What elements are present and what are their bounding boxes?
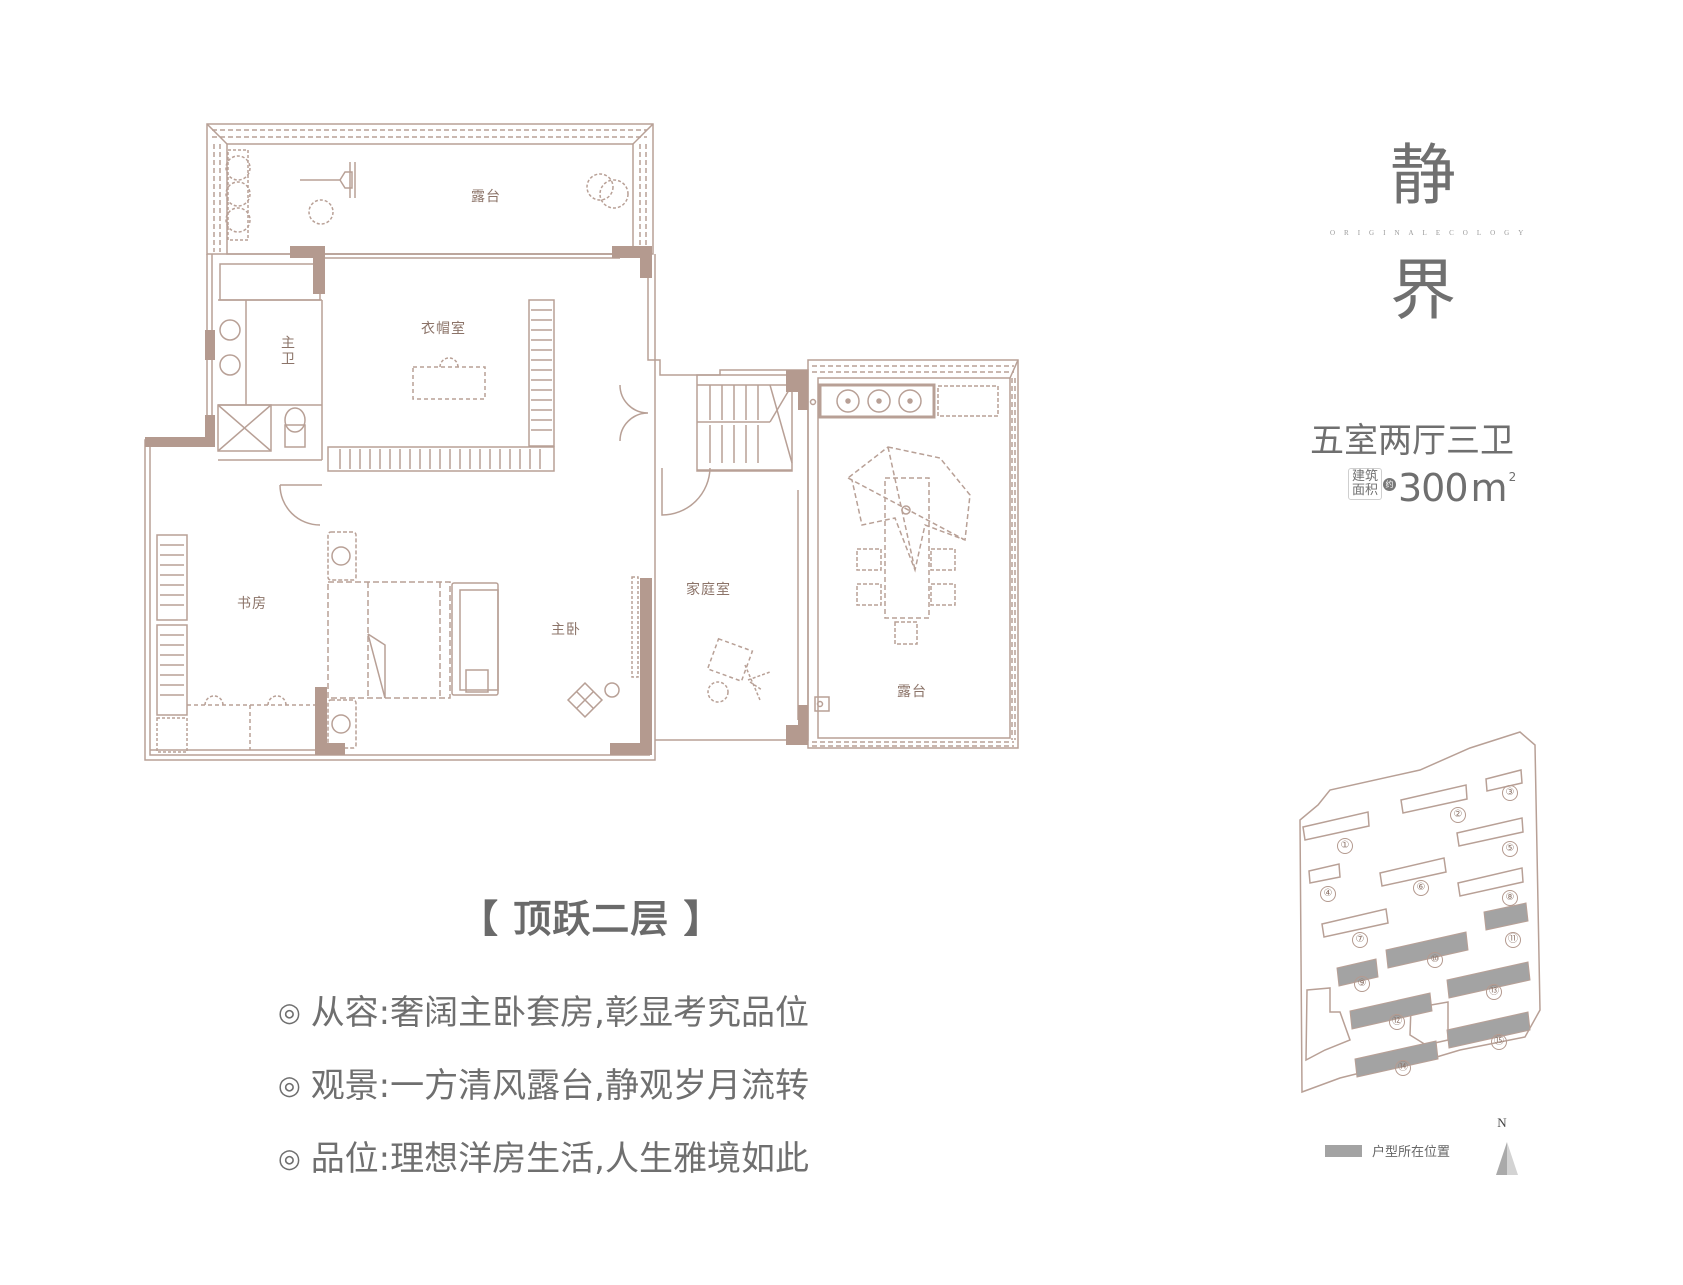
- area-value: 300: [1398, 466, 1469, 510]
- feature-text: 从容:奢阔主卧套房,彰显考究品位: [310, 993, 809, 1033]
- area-badge: 建筑 面积: [1348, 468, 1382, 500]
- building-number: ⑭: [1395, 1060, 1411, 1076]
- feature-item: ◎ 观景:一方清风露台,静观岁月流转: [278, 1058, 809, 1107]
- feature-item: ◎ 品位:理想洋房生活,人生雅境如此: [278, 1131, 809, 1180]
- room-label-terrace-top: 露台: [471, 189, 501, 205]
- building-number: ⑮: [1491, 1034, 1507, 1050]
- floor-title: 【 顶跃二层 】: [460, 897, 723, 941]
- room-label-master-bedroom: 主卧: [551, 622, 581, 638]
- area-label-line1: 建筑: [1351, 469, 1378, 484]
- building-number: ⑤: [1502, 841, 1518, 857]
- building-number: ⑥: [1413, 880, 1429, 896]
- building-number: ⑬: [1486, 984, 1502, 1000]
- room-label-terrace-right: 露台: [897, 684, 927, 700]
- building-number: ⑩: [1427, 952, 1443, 968]
- building-number: ③: [1502, 785, 1518, 801]
- feature-text: 观景:一方清风露台,静观岁月流转: [310, 1066, 809, 1106]
- site-plan-legend: 户型所在位置: [1325, 1141, 1450, 1160]
- bullet-icon: ◎: [278, 1144, 301, 1174]
- brand-title-char-1: 静: [1390, 137, 1456, 214]
- building-number: ⑪: [1505, 932, 1521, 948]
- building-number: ⑦: [1352, 932, 1368, 948]
- north-arrow-icon: N: [1490, 1115, 1514, 1131]
- room-label-master-bath: 主卫: [279, 335, 295, 367]
- feature-text: 品位:理想洋房生活,人生雅境如此: [310, 1139, 809, 1179]
- unit-layout: 五室两厅三卫: [1310, 421, 1514, 461]
- brand-tagline: ORIGINALECOLOGY: [1330, 229, 1533, 237]
- bullet-icon: ◎: [278, 1071, 301, 1101]
- building-number: ⑧: [1502, 890, 1518, 906]
- building-number: ⑫: [1389, 1014, 1405, 1030]
- unit-area: 建筑 面积 约 300 m 2: [1348, 468, 1516, 508]
- brand-title-char-2: 界: [1390, 252, 1456, 329]
- north-label: N: [1497, 1115, 1507, 1130]
- building-number: ⑨: [1354, 976, 1370, 992]
- feature-item: ◎ 从容:奢阔主卧套房,彰显考究品位: [278, 985, 809, 1034]
- area-about-badge: 约: [1383, 478, 1396, 491]
- room-label-family-room: 家庭室: [686, 582, 731, 598]
- area-unit: m: [1470, 466, 1508, 510]
- room-label-study: 书房: [237, 596, 267, 612]
- building-number: ④: [1320, 886, 1336, 902]
- area-label-line2: 面积: [1351, 483, 1378, 498]
- building-number: ①: [1337, 838, 1353, 854]
- legend-swatch: [1325, 1144, 1362, 1157]
- bullet-icon: ◎: [278, 998, 301, 1028]
- room-label-cloakroom: 衣帽室: [421, 321, 466, 337]
- legend-text: 户型所在位置: [1372, 1145, 1451, 1160]
- building-number: ②: [1450, 807, 1466, 823]
- area-superscript: 2: [1508, 470, 1517, 484]
